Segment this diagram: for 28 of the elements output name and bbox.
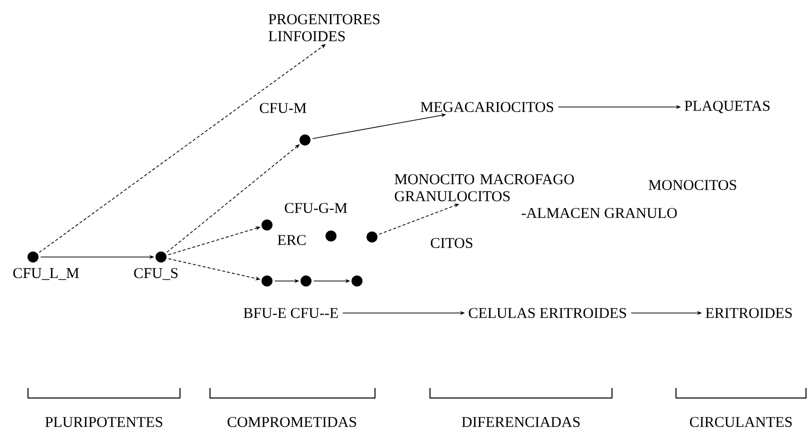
cell-name: CFU_L_M (13, 268, 79, 280)
cell-label: MONOCITO MACROFAGO GRANULOCITOS (394, 174, 574, 202)
cell-label: ERITROIDES (706, 308, 792, 318)
cell-dot (352, 276, 362, 286)
cell-label: MEGACARIOCITOS (420, 102, 554, 112)
cell-dot (326, 230, 336, 242)
cell-label: BFU-E CFU--E (244, 308, 338, 318)
cell-name: CFU-M (260, 102, 306, 114)
group-label: COMPROMETIDAS (228, 416, 356, 428)
cell-label: PROGENITORES LINFOIDES (268, 14, 380, 42)
cell-label: MONOCITOS (648, 180, 736, 190)
cell-label: CITOS (430, 238, 472, 248)
cell-label: -ALMACEN GRANULO (522, 208, 677, 218)
cell-label: CELULAS ERITROIDES (468, 308, 626, 318)
cell-dot (300, 276, 312, 286)
cell-dot (300, 134, 310, 146)
cell-dot (156, 252, 166, 262)
cell-dot (262, 220, 272, 230)
cell-dot (28, 252, 38, 262)
cell-label: ERC (278, 234, 306, 246)
cell-label: PLAQUETAS (684, 100, 770, 114)
group-label: PLURIPOTENTES (45, 416, 162, 428)
group-label: CIRCULANTES (690, 416, 792, 428)
cell-dot (366, 232, 378, 242)
group-label: DIFERENCIADAS (462, 416, 580, 428)
cell-name: CFU_S (134, 268, 178, 280)
cell-dot (262, 276, 272, 286)
cell-label: CFU-G-M (284, 202, 348, 214)
